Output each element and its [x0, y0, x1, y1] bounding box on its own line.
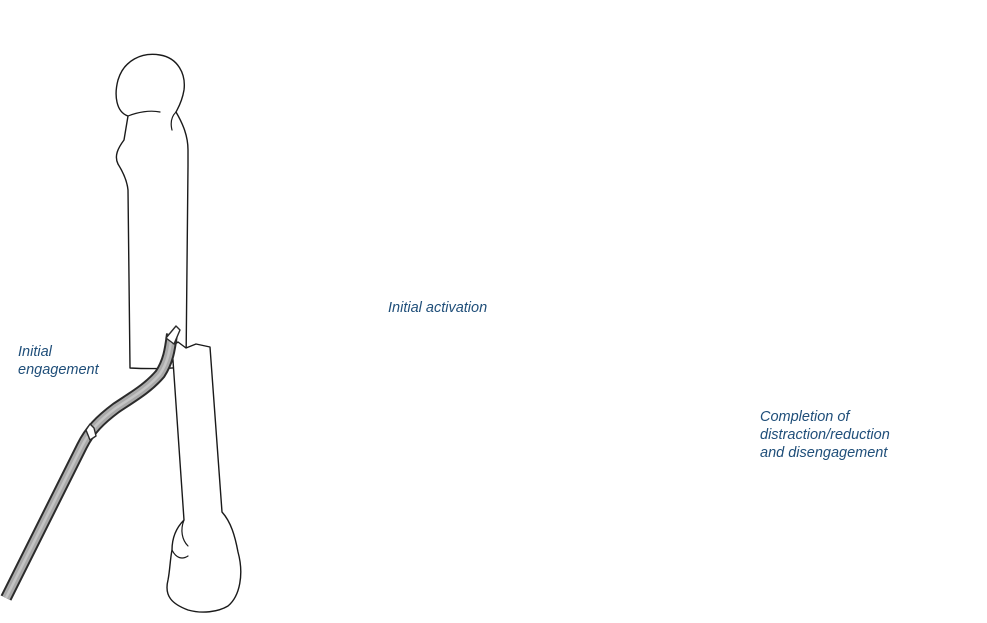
caption-completion: Completion of distraction/reduction and …	[760, 408, 890, 462]
caption-initial-engagement: Initial engagement	[18, 343, 99, 379]
caption-line: distraction/reduction	[760, 426, 890, 444]
caption-line: Initial	[18, 343, 99, 361]
caption-line: Initial activation	[388, 299, 487, 317]
caption-line: engagement	[18, 361, 99, 379]
distal-femur-fragment-1	[167, 342, 241, 612]
proximal-femur-fragment-1	[116, 54, 188, 368]
caption-line: Completion of	[760, 408, 890, 426]
caption-line: and disengagement	[760, 444, 890, 462]
caption-initial-activation: Initial activation	[388, 299, 487, 317]
panel-1	[6, 54, 241, 612]
